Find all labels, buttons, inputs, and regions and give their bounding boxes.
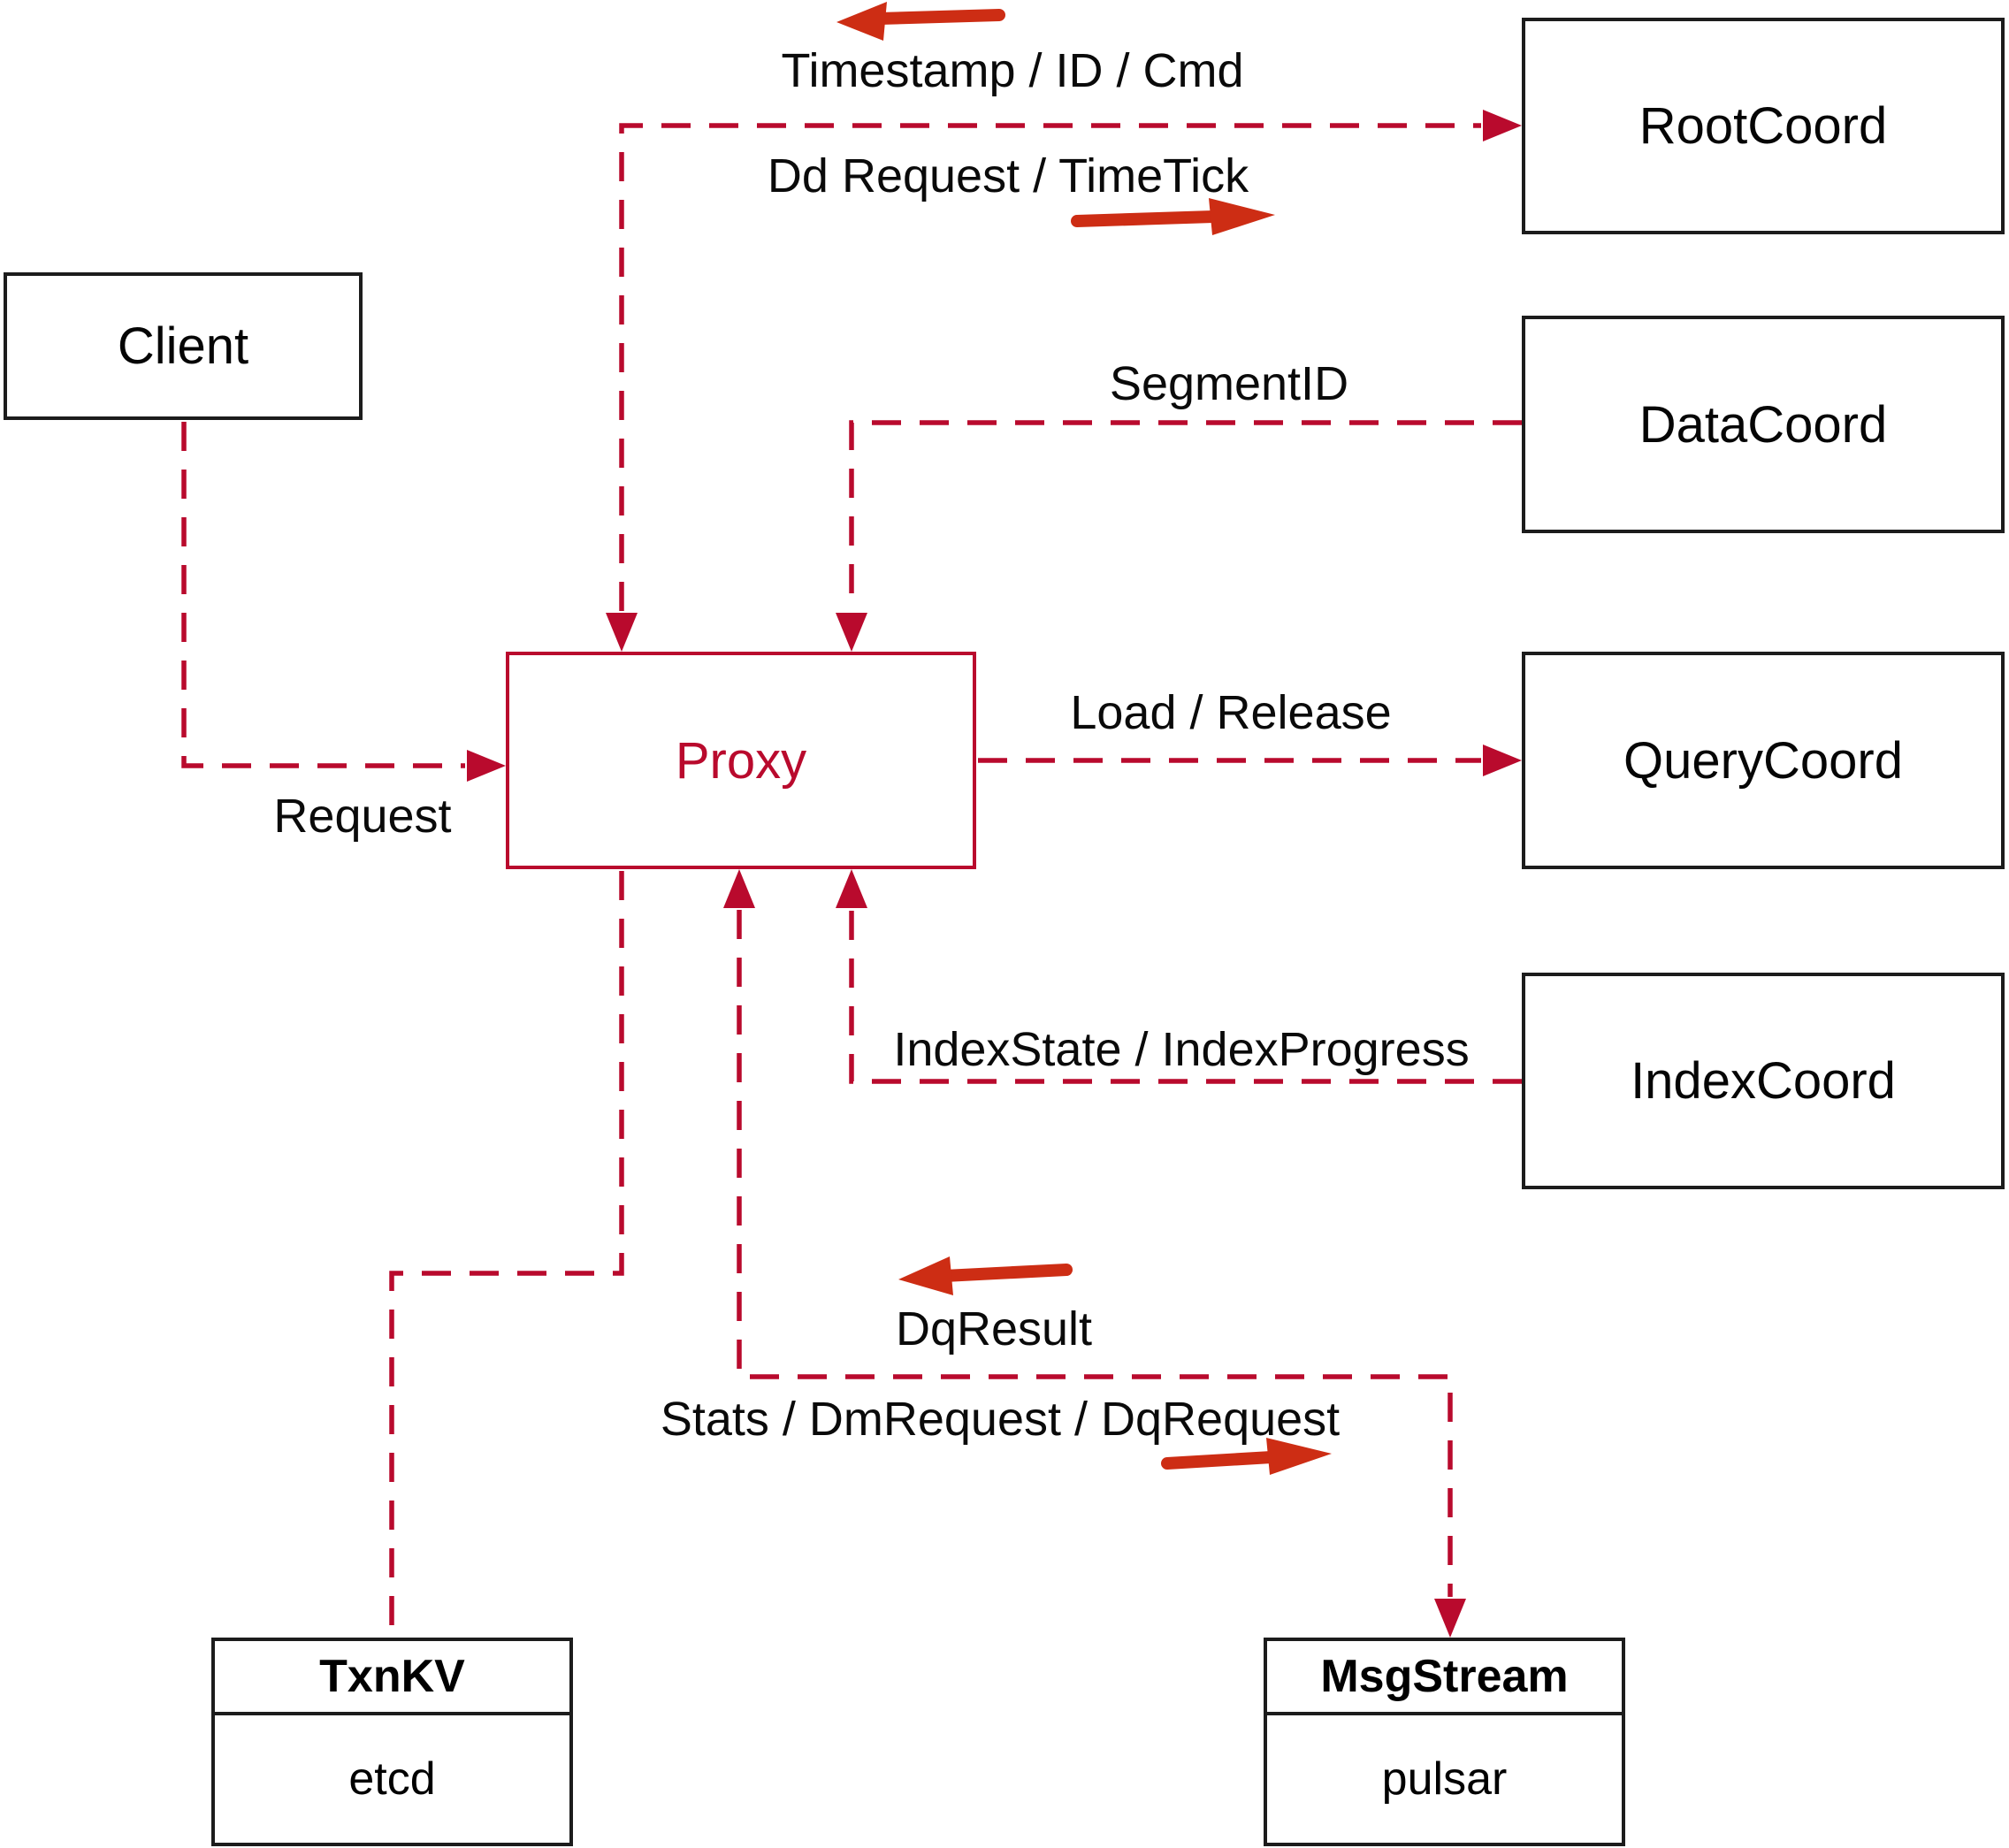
arrowhead-into-msgstream (1434, 1599, 1466, 1638)
arrowhead-into-proxy-top-root (606, 613, 638, 652)
label-dq-result: DqResult (895, 1302, 1093, 1355)
table-msgstream-impl: pulsar (1381, 1753, 1508, 1805)
direction-arrow-right-stats (1161, 1438, 1332, 1475)
edge-datacoord-proxy (849, 420, 1522, 611)
direction-arrow-left-dqresult (898, 1256, 1073, 1295)
edge-proxy-rootcoord (619, 123, 1481, 611)
edge-indexcoord-proxy (849, 910, 1522, 1084)
arrowhead-into-proxy-bottom-msg (723, 869, 755, 908)
node-querycoord-label: QueryCoord (1623, 731, 1903, 790)
arrowhead-into-proxy-left (467, 750, 506, 782)
arrowhead-into-querycoord (1483, 745, 1522, 776)
edge-proxy-txnkv (389, 871, 624, 1636)
label-request: Request (273, 790, 452, 843)
node-indexcoord-label: IndexCoord (1631, 1052, 1896, 1110)
node-rootcoord: RootCoord (1522, 18, 2005, 234)
table-msgstream-header: MsgStream (1267, 1641, 1622, 1715)
table-txnkv-impl: etcd (348, 1753, 436, 1805)
label-load-release: Load / Release (1070, 686, 1392, 739)
node-datacoord: DataCoord (1522, 316, 2005, 533)
label-stats-dm-dq: Stats / DmRequest / DqRequest (660, 1393, 1341, 1446)
node-proxy: Proxy (506, 652, 976, 869)
table-txnkv: TxnKV etcd (211, 1638, 573, 1846)
arrowhead-into-proxy-bottom-index (836, 869, 867, 908)
node-rootcoord-label: RootCoord (1639, 97, 1888, 155)
arrowhead-into-proxy-top-seg (836, 613, 867, 652)
node-client: Client (4, 272, 363, 420)
edge-proxy-msgstream (737, 910, 1453, 1597)
label-dd-request-timetick: Dd Request / TimeTick (767, 149, 1249, 202)
node-datacoord-label: DataCoord (1639, 395, 1888, 454)
edge-client-proxy (181, 422, 465, 768)
node-client-label: Client (117, 317, 249, 375)
label-index-state: IndexState / IndexProgress (893, 1023, 1470, 1076)
direction-arrow-right-ddrequest (1071, 198, 1275, 235)
table-msgstream: MsgStream pulsar (1264, 1638, 1625, 1846)
label-timestamp-id-cmd: Timestamp / ID / Cmd (781, 44, 1244, 97)
node-querycoord: QueryCoord (1522, 652, 2005, 869)
direction-arrow-left-timestamp (836, 2, 1005, 41)
table-txnkv-header: TxnKV (215, 1641, 569, 1715)
node-indexcoord: IndexCoord (1522, 973, 2005, 1189)
node-proxy-label: Proxy (675, 731, 807, 790)
label-segment-id: SegmentID (1109, 357, 1349, 410)
arrowhead-into-rootcoord (1483, 110, 1522, 141)
